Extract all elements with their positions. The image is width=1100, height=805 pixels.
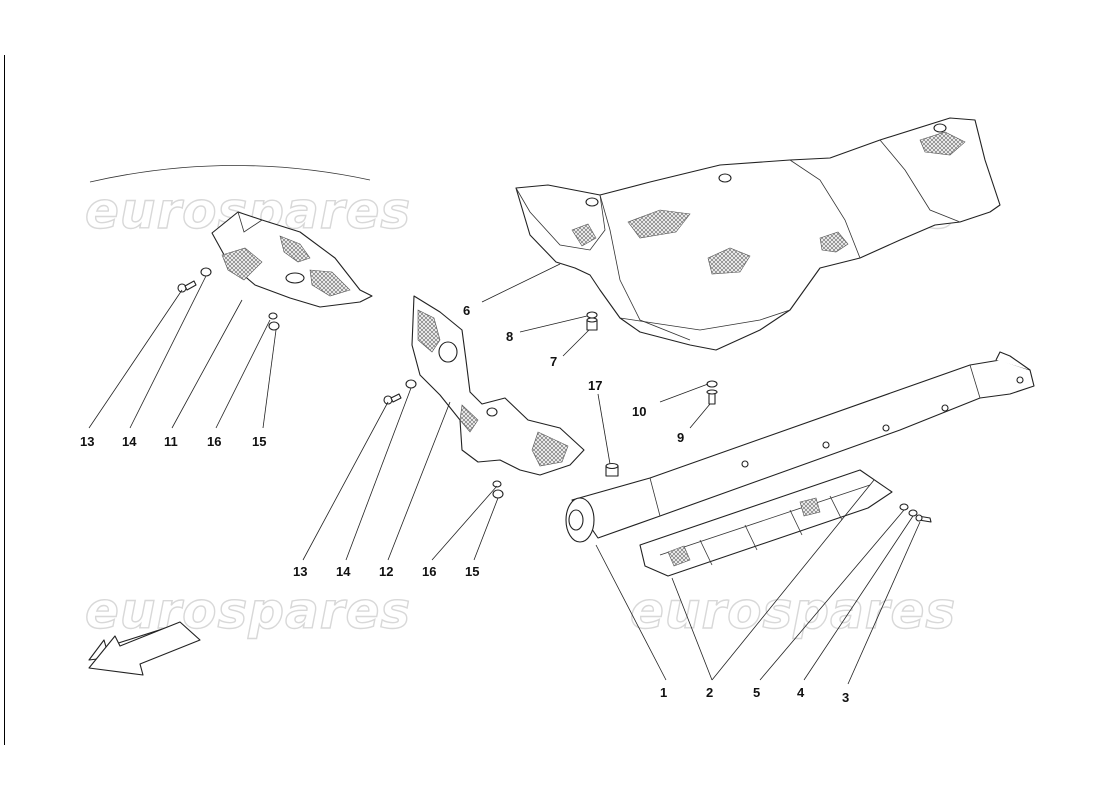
- watermark-bottom-left: eurospares: [85, 582, 411, 640]
- callout-3: 3: [842, 690, 849, 705]
- callout-2: 2: [706, 685, 713, 700]
- callout-16-left: 16: [207, 434, 221, 449]
- torque-tube-1: [565, 351, 1035, 543]
- callout-11: 11: [164, 434, 178, 449]
- callout-15-left: 15: [252, 434, 266, 449]
- callout-7: 7: [550, 354, 557, 369]
- callout-1: 1: [660, 685, 667, 700]
- heat-shield-11: [211, 211, 373, 308]
- leader-lines: [88, 263, 921, 685]
- callouts: 13 14 11 16 15 13 14 12 16 15 6 8 7 17 1…: [80, 303, 849, 705]
- nut-17: [605, 462, 619, 477]
- page-border-line: [4, 55, 5, 745]
- washer-14-middle: [405, 379, 417, 389]
- washer-5: [899, 503, 909, 511]
- washer-4: [908, 509, 918, 517]
- callout-5: 5: [753, 685, 760, 700]
- callout-10: 10: [632, 404, 646, 419]
- nut-15-middle: [492, 489, 504, 499]
- nut-15-left: [268, 321, 280, 331]
- callout-4: 4: [797, 685, 805, 700]
- callout-16-middle: 16: [422, 564, 436, 579]
- callout-12: 12: [379, 564, 393, 579]
- callout-14-middle: 14: [336, 564, 351, 579]
- callout-15-middle: 15: [465, 564, 479, 579]
- tube-heat-shield-2: [639, 469, 893, 577]
- heat-shield-12: [411, 295, 585, 476]
- bolt-13-left: [177, 280, 197, 293]
- callout-9: 9: [677, 430, 684, 445]
- callout-8: 8: [506, 329, 513, 344]
- screw-3: [915, 514, 932, 523]
- washer-16-left: [268, 312, 278, 320]
- callout-13-left: 13: [80, 434, 94, 449]
- callout-17: 17: [588, 378, 602, 393]
- washer-10: [706, 380, 718, 388]
- callout-13-middle: 13: [293, 564, 307, 579]
- nut-8: [586, 311, 598, 319]
- bolt-9: [706, 389, 718, 405]
- washer-14-left: [200, 267, 212, 277]
- tunnel-heat-shield-6: [515, 117, 1001, 351]
- callout-14-left: 14: [122, 434, 137, 449]
- arrow-shape: [88, 621, 201, 676]
- washer-16-middle: [492, 480, 502, 488]
- callout-6: 6: [463, 303, 470, 318]
- bolt-13-middle: [383, 393, 402, 405]
- watermark-bottom-right: eurospares: [630, 582, 956, 640]
- bolt-7: [586, 317, 598, 331]
